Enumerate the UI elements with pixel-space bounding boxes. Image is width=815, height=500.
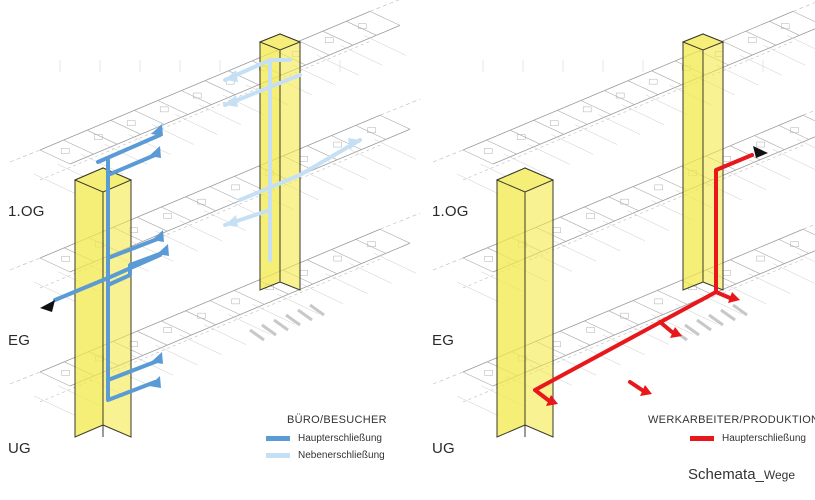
floor-plans-right [432, 2, 815, 417]
legend-title-right: WERKARBEITER/PRODUKTION [648, 414, 815, 426]
main-arrowheads-left [149, 124, 169, 388]
legend-label-secondary-left: Nebenerschließung [298, 450, 385, 461]
legend-label-main-right: Haupterschließung [722, 433, 806, 444]
level-label-ug-left: UG [8, 440, 31, 457]
main-arrowheads-right [546, 292, 740, 406]
level-label-1og-right: 1.OG [432, 203, 469, 220]
level-label-eg-right: EG [432, 332, 455, 349]
main-path-left [53, 133, 167, 402]
legend-item-main-left: Haupterschließung [266, 433, 382, 444]
entry-marker-right [753, 146, 768, 158]
caption-suffix: Wege [763, 468, 796, 482]
level-label-1og-left: 1.OG [8, 203, 45, 220]
legend-item-main-right: Haupterschließung [690, 433, 806, 444]
caption-main: Schemata_ [688, 466, 764, 483]
level-label-eg-left: EG [8, 332, 31, 349]
legend-swatch-main-red [690, 436, 714, 441]
legend-swatch-secondary-blue [266, 453, 290, 458]
legend-label-main-left: Haupterschließung [298, 433, 382, 444]
stair-core-left-back [258, 33, 302, 291]
floor-plans-left [9, 0, 421, 417]
stair-core-right-back [681, 33, 725, 291]
secondary-arrowheads-left [225, 70, 360, 227]
stair-core-left-front [73, 167, 133, 438]
legend-item-secondary-left: Nebenerschließung [266, 450, 385, 461]
figure-caption: Schemata_Wege [688, 466, 795, 483]
level-label-ug-right: UG [432, 440, 455, 457]
main-path-right [533, 153, 754, 402]
legend-title-left: BÜRO/BESUCHER [287, 414, 387, 426]
legend-swatch-main-blue [266, 436, 290, 441]
stair-core-right-front [495, 167, 555, 438]
entry-marker-left [40, 300, 55, 312]
